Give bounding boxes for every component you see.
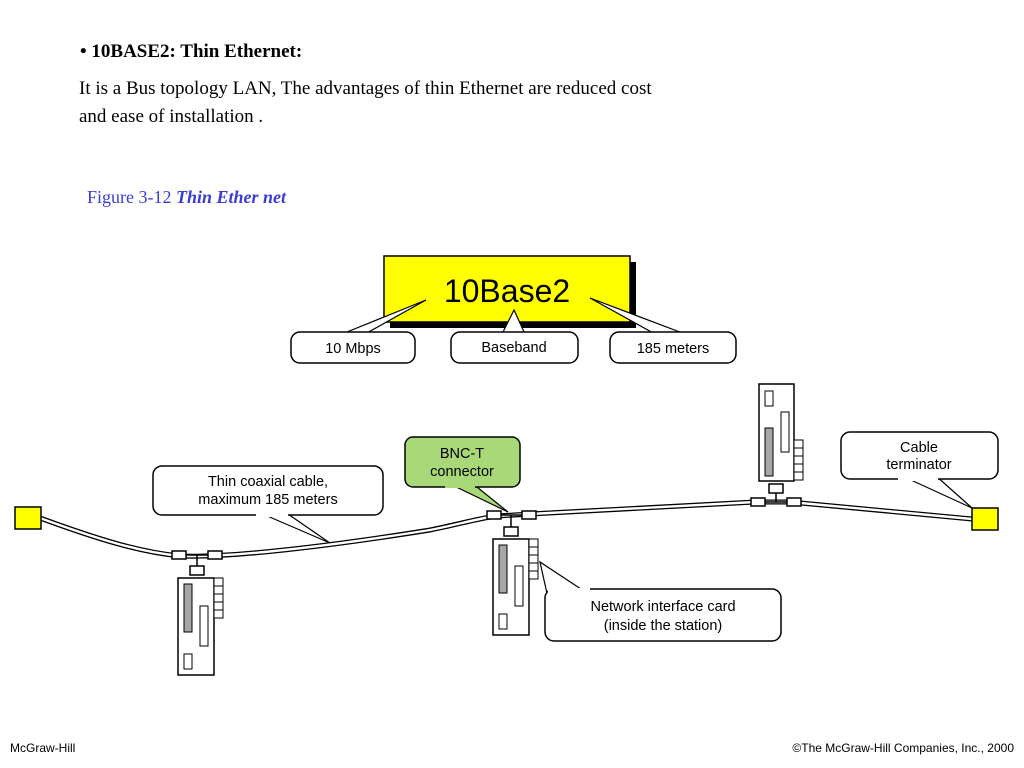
segment-length-callout: 185 meters [609, 331, 737, 364]
coax-line1: Thin coaxial cable, [208, 474, 328, 490]
speed-label: 10 Mbps [325, 341, 381, 357]
bnc-line2: connector [430, 464, 494, 480]
left-terminator [14, 506, 42, 530]
coax-line2: maximum 185 meters [198, 492, 337, 508]
station-middle [486, 510, 539, 636]
terminator-line2: terminator [886, 457, 951, 473]
nic-line2: (inside the station) [604, 618, 722, 634]
caption-title: Thin Ether net [176, 187, 287, 207]
speed-callout: 10 Mbps [290, 331, 416, 364]
signaling-label: Baseband [481, 340, 546, 356]
signaling-callout: Baseband [450, 331, 579, 364]
segment-length-label: 185 meters [637, 341, 710, 357]
nic-line1: Network interface card [590, 599, 735, 615]
terminator-line1: Cable [900, 440, 938, 456]
bnc-line1: BNC-T [440, 446, 484, 462]
terminator-callout: Cable terminator [840, 431, 999, 509]
station-left [171, 550, 224, 676]
slide-heading: • 10BASE2: Thin Ethernet: [80, 41, 303, 62]
right-terminator [971, 507, 999, 531]
station-right [750, 383, 804, 507]
intro-paragraph: It is a Bus topology LAN, The advantages… [79, 78, 652, 127]
coax-cable [39, 499, 973, 559]
nic-callout: Network interface card (inside the stati… [539, 560, 782, 642]
coax-callout: Thin coaxial cable, maximum 185 meters [152, 465, 384, 544]
caption-label: Figure 3-12 [87, 187, 172, 207]
figure-caption: Figure 3-12 Thin Ether net [87, 187, 286, 208]
bnc-callout: BNC-T connector [404, 436, 521, 513]
footer-publisher: McGraw-Hill [10, 741, 76, 755]
footer-copyright: ©The McGraw-Hill Companies, Inc., 2000 [792, 741, 1014, 755]
title-text: 10Base2 [444, 273, 570, 309]
